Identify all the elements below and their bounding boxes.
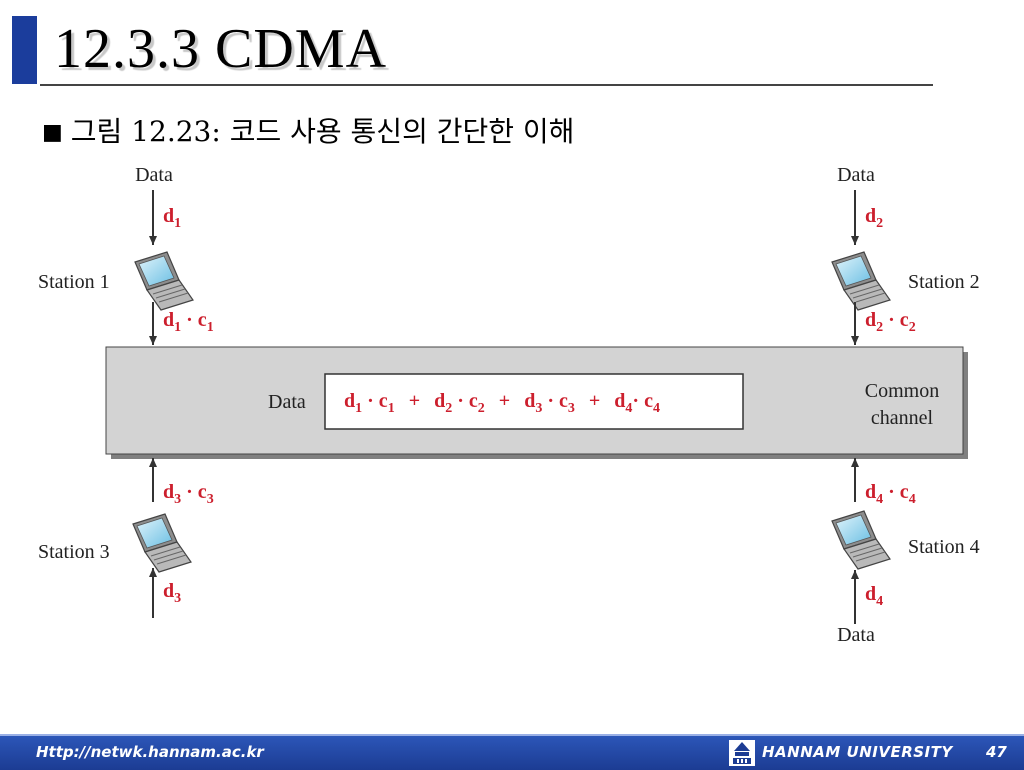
footer-university-name: HANNAM UNIVERSITY: [762, 743, 953, 761]
station2-dc: d2·c2: [865, 309, 916, 335]
station1-d: d1: [163, 205, 181, 231]
sum-expression: d1·c1+d2·c2+d3·c3+d4·c4: [344, 390, 660, 416]
station2-data-label: Data: [837, 164, 875, 186]
title-underline: [40, 84, 933, 86]
station4-laptop-icon: [831, 510, 891, 570]
station2-laptop-icon: [831, 251, 891, 311]
subtitle: ■ 그림 12.23: 코드 사용 통신의 간단한 이해: [42, 112, 574, 153]
station3-laptop-icon: [132, 513, 192, 573]
station4-data-label: Data: [837, 624, 875, 646]
page-title: 12.3.3 CDMA: [54, 18, 388, 80]
common-channel-label-2: channel: [871, 407, 934, 429]
station2-d: d2: [865, 205, 883, 231]
station1-label: Station 1: [38, 271, 110, 293]
channel-data-label: Data: [268, 391, 306, 413]
footer-bar: Http://netwk.hannam.ac.kr HANNAM UNIVERS…: [0, 734, 1024, 770]
station3-dc: d3·c3: [163, 481, 214, 507]
station4-label: Station 4: [908, 536, 980, 558]
station3-d: d3: [163, 580, 181, 606]
station1-data-label: Data: [135, 164, 173, 186]
footer-url-link[interactable]: Http://netwk.hannam.ac.kr: [36, 743, 264, 761]
station1-dc: d1·c1: [163, 309, 214, 335]
station3-label: Station 3: [38, 541, 110, 563]
station2-label: Station 2: [908, 271, 980, 293]
station1-laptop-icon: [134, 251, 194, 311]
common-channel-label-1: Common: [865, 380, 939, 402]
title-accent-bar: [12, 16, 37, 84]
page-number: 47: [986, 743, 1007, 761]
sum-box: [324, 373, 744, 430]
university-logo-icon: [729, 740, 755, 766]
subtitle-text: 그림 12.23: 코드 사용 통신의 간단한 이해: [70, 115, 575, 148]
cdma-diagram: Data d1·c1+d2·c2+d3·c3+d4·c4 Common chan…: [38, 164, 980, 646]
bullet-icon: ■: [42, 120, 63, 145]
station4-d: d4: [865, 583, 883, 609]
station4-dc: d4·c4: [865, 481, 916, 507]
